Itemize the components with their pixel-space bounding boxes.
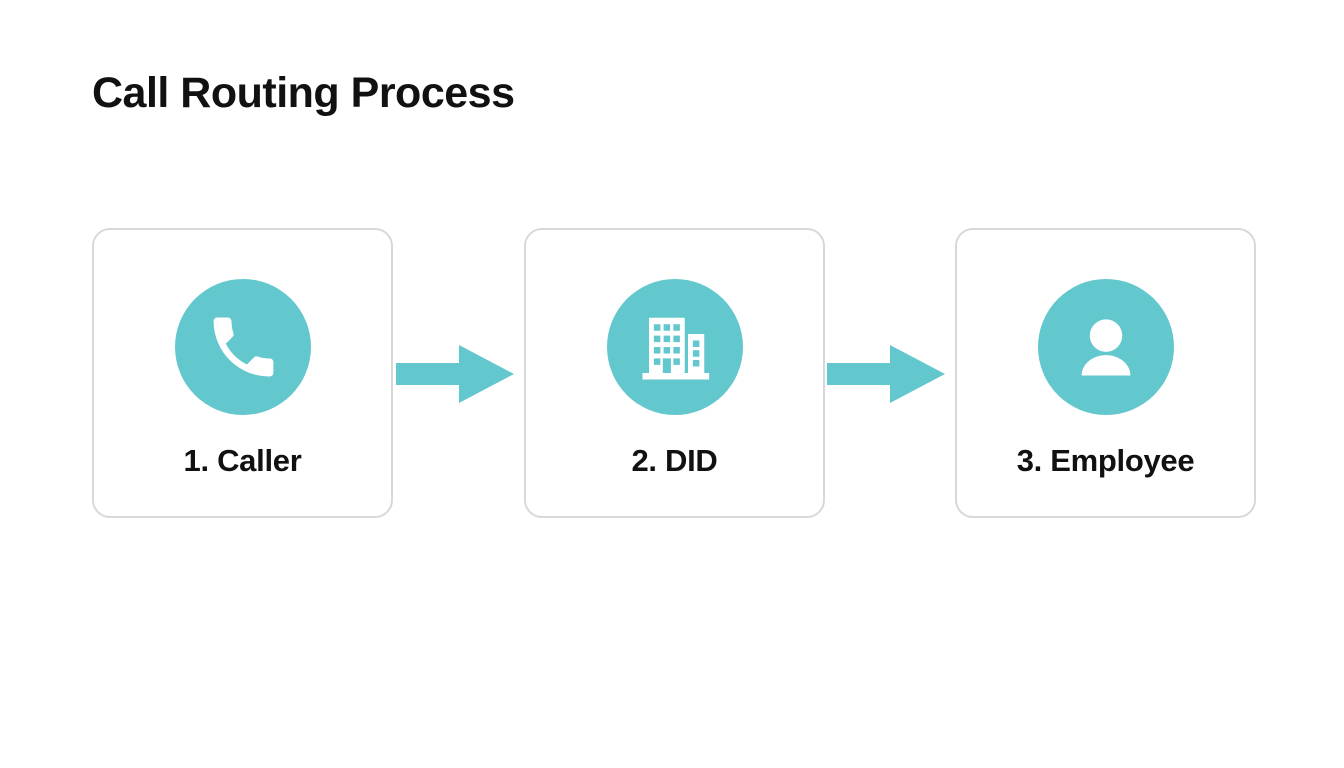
phone-icon-badge <box>174 279 311 415</box>
building-icon-badge <box>606 279 743 415</box>
step-label-employee: 3. Employee <box>1016 443 1195 478</box>
flow-arrow-2 <box>827 345 945 403</box>
phone-icon <box>204 308 282 386</box>
arrow-right-icon <box>827 345 945 403</box>
step-label-caller: 1. Caller <box>183 443 302 478</box>
page-title: Call Routing Process <box>92 69 515 117</box>
step-card-caller[interactable]: 1. Caller <box>92 228 393 518</box>
process-flow-diagram: 1. Caller <box>0 228 1344 520</box>
flow-arrow-1 <box>396 345 514 403</box>
person-icon <box>1067 308 1145 386</box>
arrow-right-icon <box>396 345 514 403</box>
building-icon <box>636 308 714 386</box>
step-card-employee[interactable]: 3. Employee <box>955 228 1256 518</box>
step-label-did: 2. DID <box>631 443 718 478</box>
step-card-did[interactable]: 2. DID <box>524 228 825 518</box>
person-icon-badge <box>1037 279 1174 415</box>
